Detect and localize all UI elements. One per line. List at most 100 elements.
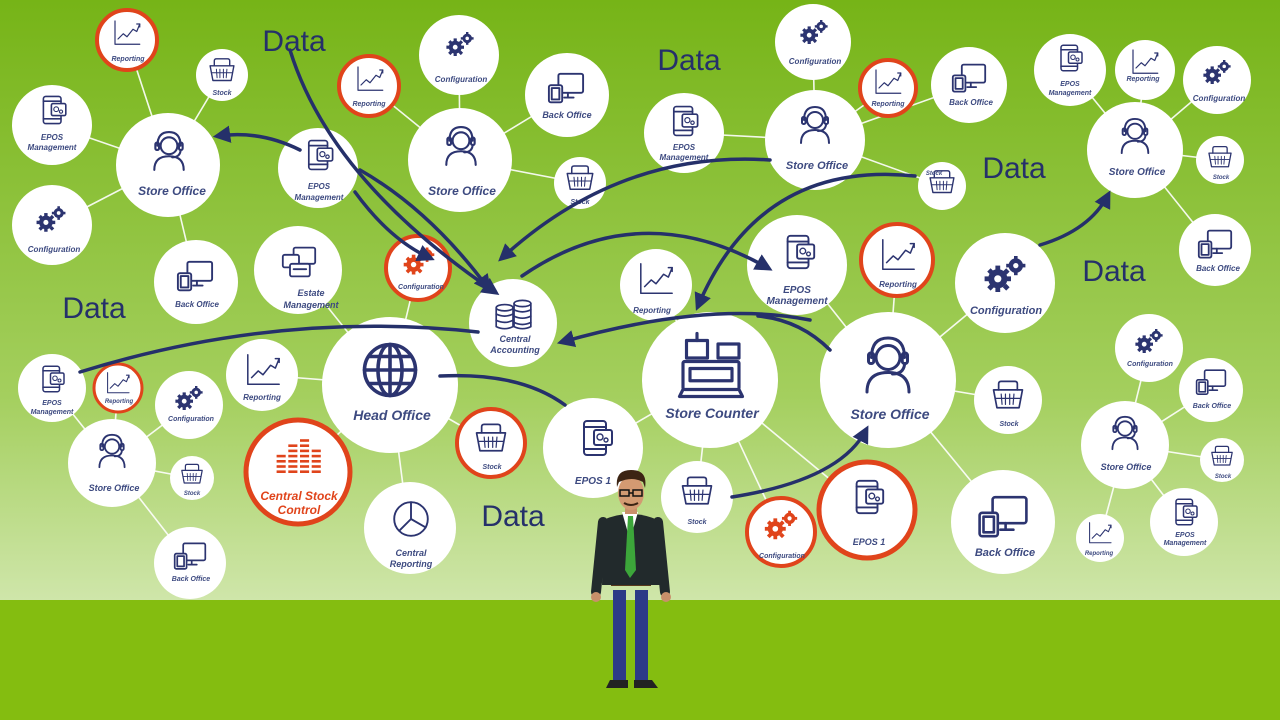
node-reporting-top-right-center: Reporting bbox=[858, 58, 918, 118]
node-label-line2: Management bbox=[283, 300, 339, 310]
node-stock-bottom-right: Stock bbox=[1200, 438, 1244, 482]
node-label: Reporting bbox=[1085, 551, 1114, 557]
node-label: Configuration bbox=[759, 553, 805, 560]
node-configuration-top-right: Configuration bbox=[1183, 46, 1251, 114]
node-reporting-left-center: Reporting bbox=[226, 339, 298, 411]
node-central-reporting: Central Reporting bbox=[364, 482, 456, 574]
flow-arrows bbox=[78, 48, 1111, 499]
node-stock-top-left: Stock bbox=[196, 49, 248, 101]
node-label: Store Office bbox=[1109, 167, 1166, 178]
node-label-line1: Central Stock bbox=[260, 489, 339, 503]
node-label: Store Office bbox=[1101, 462, 1152, 472]
node-store-office-bottom-left: Store Office bbox=[68, 419, 156, 507]
node-configuration-top-center: Configuration bbox=[419, 15, 499, 95]
node-stock-bottom-left: Stock bbox=[170, 456, 214, 500]
node-label: Stock bbox=[1215, 474, 1232, 480]
node-label-line2: Management bbox=[1049, 90, 1092, 97]
node-label: Back Office bbox=[175, 300, 219, 309]
globe-icon bbox=[362, 342, 418, 398]
data-label: Data bbox=[481, 500, 545, 533]
node-label-line1: Central bbox=[499, 334, 531, 344]
node-label-line2: Control bbox=[278, 503, 321, 517]
node-label: Reporting bbox=[105, 399, 134, 405]
node-label: Store Office bbox=[138, 184, 206, 198]
node-central-stock-control: Central Stock Control bbox=[243, 417, 353, 527]
node-back-office-bottom-left: Back Office bbox=[154, 527, 226, 599]
node-stock-top-right: Stock bbox=[1196, 136, 1244, 184]
node-store-office-top-right: Store Office bbox=[1087, 102, 1183, 198]
node-label-line1: EPOS bbox=[783, 285, 811, 296]
node-label: Configuration bbox=[28, 245, 81, 254]
node-label: Stock bbox=[999, 421, 1019, 428]
node-epos-management-top-right: EPOS Management bbox=[1034, 34, 1106, 106]
node-epos-1-bottom: EPOS 1 bbox=[816, 459, 918, 561]
node-label-line1: EPOS bbox=[308, 182, 331, 191]
node-epos-management-top-right-center: EPOS Management bbox=[644, 93, 724, 173]
node-label: Back Office bbox=[975, 547, 1035, 559]
node-epos-management-bottom-left: EPOS Management bbox=[18, 354, 86, 422]
node-label: Store Office bbox=[786, 160, 848, 172]
node-store-office-bottom-right: Store Office bbox=[1081, 401, 1169, 489]
node-label: Reporting bbox=[243, 393, 281, 402]
node-label: Back Office bbox=[1196, 264, 1240, 273]
node-store-counter: Store Counter bbox=[642, 312, 778, 448]
node-label: Reporting bbox=[111, 56, 145, 63]
node-configuration-center: Configuration bbox=[384, 234, 452, 302]
node-label: Head Office bbox=[353, 407, 431, 423]
man-figure bbox=[591, 470, 671, 688]
node-label: Back Office bbox=[542, 110, 591, 120]
node-label: Back Office bbox=[1193, 403, 1231, 410]
node-label: Configuration bbox=[970, 305, 1042, 317]
node-configuration-bottom-left: Configuration bbox=[155, 371, 223, 439]
node-label-line2: Management bbox=[28, 143, 77, 152]
node-label: Store Office bbox=[850, 406, 929, 422]
node-epos-management-top-left: EPOS Management bbox=[12, 85, 92, 165]
node-label: Configuration bbox=[789, 57, 842, 66]
node-label-line2: Accounting bbox=[489, 345, 540, 355]
node-store-office-top-left: Store Office bbox=[116, 113, 220, 217]
node-label-line2: Management bbox=[660, 153, 709, 162]
node-store-office-top-center: Store Office bbox=[408, 108, 512, 212]
node-label: Stock bbox=[926, 171, 943, 177]
node-configuration-bottom-center: Configuration bbox=[745, 496, 817, 568]
node-label: EPOS 1 bbox=[575, 476, 612, 487]
data-label: Data bbox=[982, 152, 1046, 185]
node-epos-management-bottom-right: EPOS Management bbox=[1150, 488, 1218, 556]
node-label-line2: Management bbox=[31, 409, 74, 416]
node-label: Reporting bbox=[352, 101, 386, 108]
data-label: Data bbox=[657, 44, 721, 77]
node-reporting-top-left: Reporting bbox=[95, 8, 159, 72]
node-back-office-top-center: Back Office bbox=[525, 53, 609, 137]
data-label: Data bbox=[262, 25, 326, 58]
node-estate-management: Estate Management bbox=[254, 226, 342, 314]
node-epos-management-center: EPOS Management bbox=[747, 215, 847, 315]
node-stock-center-left: Stock bbox=[455, 407, 527, 479]
node-reporting-top-center: Reporting bbox=[337, 54, 401, 118]
node-back-office-right: Back Office bbox=[1179, 214, 1251, 286]
node-reporting-bottom-right: Reporting bbox=[1076, 514, 1124, 562]
node-configuration-right: Configuration bbox=[955, 233, 1055, 333]
node-reporting-center: Reporting bbox=[620, 249, 692, 321]
node-label: Stock bbox=[212, 90, 232, 97]
node-stock-bottom-center: Stock bbox=[661, 461, 733, 533]
node-label: Store Counter bbox=[665, 405, 760, 421]
node-back-office-left: Back Office bbox=[154, 240, 238, 324]
node-stock-top-right-center: Stock bbox=[918, 162, 966, 210]
data-label: Data bbox=[62, 292, 126, 325]
node-store-office-top-right-center: Store Office bbox=[765, 90, 865, 190]
node-label-line2: Reporting bbox=[390, 559, 433, 569]
node-label: Configuration bbox=[1193, 94, 1246, 103]
node-label: Stock bbox=[184, 491, 201, 497]
node-stock-right-center: Stock bbox=[974, 366, 1042, 434]
node-head-office: Head Office bbox=[322, 317, 458, 453]
node-label: Stock bbox=[482, 464, 502, 471]
node-label: Stock bbox=[1213, 175, 1230, 181]
node-label: Reporting bbox=[1126, 76, 1160, 83]
node-configuration-left: Configuration bbox=[12, 185, 92, 265]
node-back-office-bottom-right-upper: Back Office bbox=[1179, 358, 1243, 422]
node-label: Back Office bbox=[172, 576, 210, 583]
node-central-accounting: Central Accounting bbox=[469, 279, 557, 367]
node-label: Configuration bbox=[435, 75, 488, 84]
